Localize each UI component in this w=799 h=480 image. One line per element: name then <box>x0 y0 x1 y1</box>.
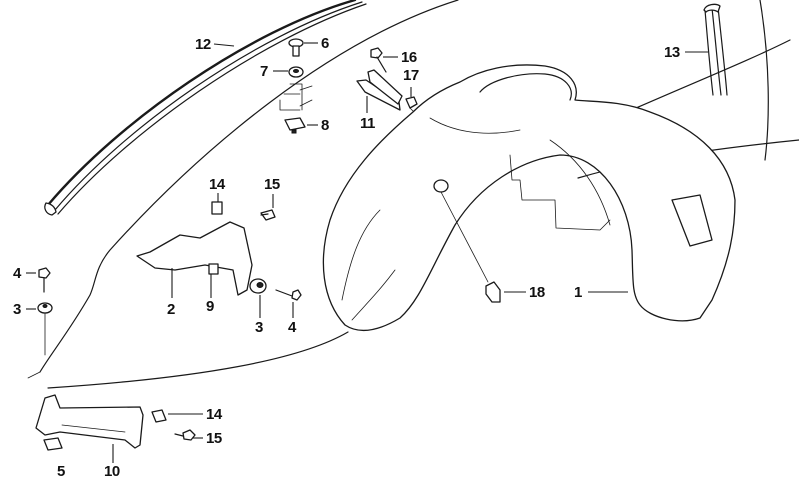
rivet-assembly <box>279 38 313 134</box>
callout-8: 8 <box>321 117 329 134</box>
edge-protection-strip <box>44 0 367 216</box>
callout-3-right: 3 <box>255 319 263 336</box>
plastic-clip <box>440 191 501 303</box>
callout-17: 17 <box>403 67 419 84</box>
callout-16: 16 <box>401 49 417 66</box>
callout-11: 11 <box>360 115 375 132</box>
callout-2: 2 <box>167 301 175 318</box>
callout-13: 13 <box>664 44 680 61</box>
callout-9: 9 <box>206 298 214 315</box>
callout-14-lower: 14 <box>206 406 222 423</box>
callout-14-upper: 14 <box>209 176 225 193</box>
lower-bracket-assembly <box>35 394 196 451</box>
left-mount-assembly <box>37 267 53 356</box>
callout-1: 1 <box>574 284 582 301</box>
callout-4-left: 4 <box>13 265 21 282</box>
callout-18: 18 <box>529 284 545 301</box>
leader-lines <box>26 42 708 463</box>
callout-7: 7 <box>260 63 268 80</box>
callout-6: 6 <box>321 35 329 52</box>
callout-4-right: 4 <box>288 319 296 336</box>
callout-5: 5 <box>57 463 65 480</box>
callout-3-left: 3 <box>13 301 21 318</box>
callout-15-upper: 15 <box>264 176 280 193</box>
wheel-arch-liner <box>322 64 736 331</box>
seal-strip <box>703 3 728 96</box>
callout-10: 10 <box>104 463 120 480</box>
callout-15-lower: 15 <box>206 430 222 447</box>
callout-12: 12 <box>195 36 211 53</box>
upper-bracket-assembly <box>136 201 302 301</box>
